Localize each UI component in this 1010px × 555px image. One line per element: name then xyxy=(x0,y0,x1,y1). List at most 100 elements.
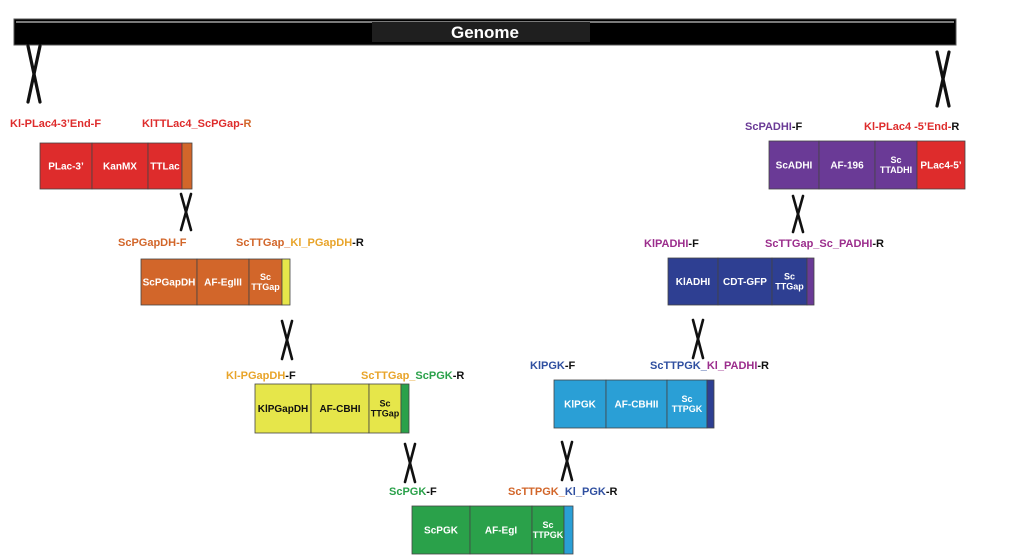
crossover-x-icon xyxy=(26,44,42,104)
segment: AF-CBHI xyxy=(310,383,370,434)
segment-label: PLac-3’ xyxy=(48,162,84,173)
segment-box xyxy=(916,140,966,190)
gene-cassettes: PLac-3’ KanMX TTLac Kl-PLac4-3’End-F KlTTLac… xyxy=(10,118,966,555)
segment xyxy=(281,258,291,306)
reverse-primer-label: ScTTGap_ScPGK-R xyxy=(361,370,464,382)
segment-label: AF-CBHII xyxy=(615,400,659,411)
segment: ScPGapDH xyxy=(140,258,198,306)
crossover-x-icon xyxy=(179,192,193,232)
segment: AF-196 xyxy=(818,140,876,190)
segment: KanMX xyxy=(91,142,149,190)
segment: PLac-3’ xyxy=(39,142,93,190)
cassette-c1: PLac-3’ KanMX TTLac Kl-PLac4-3’End-F KlTTLac… xyxy=(10,118,251,190)
forward-primer-label: Kl-PGapDH-F xyxy=(226,370,296,382)
segment-box xyxy=(717,257,773,306)
segment: PLac4-5’ xyxy=(916,140,966,190)
reverse-primer-label: ScTTPGK_Kl_PADHI-R xyxy=(650,360,769,372)
segment-label: TTLac xyxy=(150,162,180,173)
segment xyxy=(181,142,193,190)
segment-box xyxy=(310,383,370,434)
crossover-x-icon xyxy=(560,440,574,482)
segment xyxy=(400,383,410,434)
segment xyxy=(563,505,574,555)
segment-box xyxy=(666,379,708,429)
segment-label: CDT-GFP xyxy=(723,277,767,288)
segment: ScPGK xyxy=(411,505,471,555)
segment-box xyxy=(806,257,815,306)
segment-label: KlADHI xyxy=(676,277,711,288)
segment: TTLac xyxy=(147,142,183,190)
genome-label-backdrop xyxy=(372,22,590,42)
segment-box xyxy=(553,379,607,429)
segment xyxy=(806,257,815,306)
segment-box xyxy=(147,142,183,190)
crossover-marks xyxy=(26,44,951,484)
segment-label: AF-196 xyxy=(830,161,864,172)
segment-label: KlPGapDH xyxy=(258,404,309,415)
segment: ScADHI xyxy=(768,140,820,190)
segment-box xyxy=(706,379,715,429)
segment-label: ScADHI xyxy=(776,161,813,172)
reverse-primer-label: ScTTPGK_Kl_PGK-R xyxy=(508,486,617,498)
segment-box xyxy=(469,505,533,555)
segment-label: AF-CBHI xyxy=(319,404,360,415)
forward-primer-label: ScPGK-F xyxy=(389,486,437,498)
segment-box xyxy=(181,142,193,190)
segment-box xyxy=(768,140,820,190)
segment-box xyxy=(281,258,291,306)
forward-primer-label: KlPGK-F xyxy=(530,360,576,372)
segment: AF-CBHII xyxy=(605,379,668,429)
segment-label: KlPGK xyxy=(564,400,596,411)
forward-primer-label: ScPGapDH-F xyxy=(118,237,187,249)
segment: KlPGK xyxy=(553,379,607,429)
segment-box xyxy=(196,258,250,306)
segment-label: PLac4-5’ xyxy=(920,161,961,172)
segment: KlPGapDH xyxy=(254,383,312,434)
crossover-x-icon xyxy=(691,318,705,360)
segment-box xyxy=(874,140,918,190)
segment-box xyxy=(39,142,93,190)
segment xyxy=(706,379,715,429)
segment: AF-EgI xyxy=(469,505,533,555)
segment-box xyxy=(563,505,574,555)
crossover-x-icon xyxy=(403,442,417,484)
segment-label: KanMX xyxy=(103,162,137,173)
forward-primer-label: KlPADHI-F xyxy=(644,238,699,250)
segment: AF-EgIII xyxy=(196,258,250,306)
segment-label: AF-EgI xyxy=(485,526,517,537)
reverse-primer-label: Kl-PLac4 -5’End-R xyxy=(864,121,959,133)
segment-box xyxy=(368,383,402,434)
segment-label: AF-EgIII xyxy=(204,278,242,289)
reverse-primer-label: KlTTLac4_ScPGap-R xyxy=(142,118,251,130)
forward-primer-label: ScPADHI-F xyxy=(745,121,803,133)
crossover-x-icon xyxy=(791,194,805,234)
segment-box xyxy=(400,383,410,434)
segment-box xyxy=(91,142,149,190)
segment-label: ScPGapDH xyxy=(143,278,196,289)
segment-box xyxy=(818,140,876,190)
reverse-primer-label: ScTTGap_Sc_PADHI-R xyxy=(765,238,884,250)
segment-box xyxy=(531,505,565,555)
forward-primer-label: Kl-PLac4-3’End-F xyxy=(10,118,101,130)
crossover-x-icon xyxy=(935,50,951,108)
crossover-x-icon xyxy=(280,319,294,361)
